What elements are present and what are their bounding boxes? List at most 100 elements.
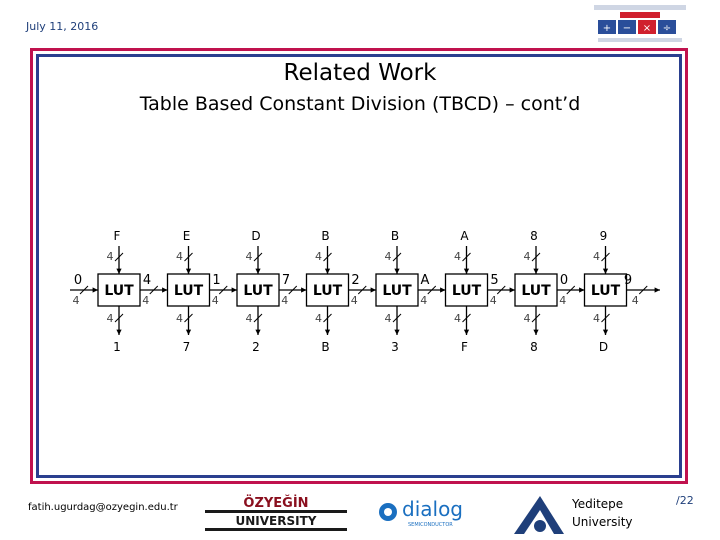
bus-slash xyxy=(638,285,648,295)
uni-logo-bottom: UNIVERSITY xyxy=(236,514,317,528)
remainder-digit: 7 xyxy=(282,273,290,288)
quotient-digit: 8 xyxy=(530,340,538,354)
slide-frame-inner xyxy=(36,54,682,478)
svg-text:×: × xyxy=(643,23,651,34)
remainder-chain-arrow-head xyxy=(654,287,660,293)
remainder-digit: 9 xyxy=(624,273,632,288)
yeditepe-university-logo xyxy=(514,496,564,534)
bus-slash xyxy=(531,313,541,323)
remainder-digit: 1 xyxy=(212,273,220,288)
dividend-input-arrow-head xyxy=(185,268,192,274)
bus-width-label: 4 xyxy=(351,294,358,307)
bus-width-label: 4 xyxy=(593,250,600,263)
bus-width-label: 4 xyxy=(632,294,639,307)
quotient-digit: F xyxy=(461,340,468,354)
bus-width-label: 4 xyxy=(385,312,392,325)
bus-slash xyxy=(496,285,506,295)
bus-width-label: 4 xyxy=(454,250,461,263)
lut-label: LUT xyxy=(174,283,204,299)
dividend-digit: E xyxy=(183,229,191,243)
bus-width-label: 4 xyxy=(176,250,183,263)
quotient-output-arrow-head xyxy=(324,329,331,335)
dividend-digit: B xyxy=(321,229,329,243)
bus-slash xyxy=(566,285,576,295)
dividend-digit: A xyxy=(460,229,469,243)
remainder-chain-arrow-head xyxy=(579,287,585,293)
ozyegin-university-logo: ÖZYEĞİN UNIVERSITY xyxy=(205,495,347,531)
remainder-digit: 0 xyxy=(74,273,82,288)
bus-slash xyxy=(218,285,228,295)
dividend-digit: B xyxy=(391,229,399,243)
bus-width-label: 4 xyxy=(281,294,288,307)
bus-slash xyxy=(531,252,541,262)
quotient-output-arrow-head xyxy=(255,329,261,335)
bus-width-label: 4 xyxy=(176,312,183,325)
lut-label: LUT xyxy=(313,283,343,299)
dividend-input-arrow-head xyxy=(116,268,122,274)
slide-frame xyxy=(30,48,688,484)
dividend-input-arrow-head xyxy=(255,268,261,274)
quotient-digit: 2 xyxy=(252,340,260,354)
bus-slash xyxy=(601,313,610,323)
bus-width-label: 4 xyxy=(107,250,114,263)
bus-slash xyxy=(392,252,402,262)
bus-width-label: 4 xyxy=(246,250,253,263)
remainder-digit: 4 xyxy=(143,273,151,288)
remainder-chain-arrow-head xyxy=(231,287,237,293)
lut-label: LUT xyxy=(521,283,551,299)
remainder-digit: 2 xyxy=(351,273,359,288)
lut-box xyxy=(444,273,489,307)
yeditepe-line1: Yeditepe xyxy=(572,497,624,511)
bus-slash xyxy=(427,285,437,295)
dividend-input-arrow-head xyxy=(394,268,400,274)
quotient-output-arrow-head xyxy=(533,329,539,335)
quotient-digit: 7 xyxy=(183,340,191,354)
quotient-output-arrow-head xyxy=(185,329,192,335)
bus-width-label: 4 xyxy=(315,312,322,325)
svg-text:−: − xyxy=(623,23,631,34)
bus-width-label: 4 xyxy=(524,312,531,325)
bus-slash xyxy=(184,252,193,262)
lut-label: LUT xyxy=(452,283,482,299)
bus-slash xyxy=(462,313,471,323)
dividend-input-arrow-head xyxy=(533,268,539,274)
bus-slash xyxy=(149,285,159,295)
remainder-digit: 0 xyxy=(560,273,568,288)
bus-slash xyxy=(114,252,124,262)
bus-width-label: 4 xyxy=(107,312,114,325)
bus-width-label: 4 xyxy=(142,294,149,307)
bus-width-label: 4 xyxy=(73,294,80,307)
lut-label: LUT xyxy=(382,283,412,299)
arith-conference-logo: + − × ÷ xyxy=(590,2,690,46)
remainder-chain-arrow-head xyxy=(440,287,446,293)
bus-slash xyxy=(114,313,124,323)
remainder-chain-arrow-head xyxy=(301,287,307,293)
dividend-input-arrow-head xyxy=(602,268,609,274)
bus-width-label: 4 xyxy=(385,250,392,263)
bus-width-label: 4 xyxy=(490,294,497,307)
bus-slash xyxy=(462,252,471,262)
bus-width-label: 4 xyxy=(593,312,600,325)
bus-width-label: 4 xyxy=(420,294,427,307)
bus-slash xyxy=(323,252,332,262)
quotient-output-arrow-head xyxy=(602,329,609,335)
yeditepe-line2: University xyxy=(572,515,633,529)
remainder-chain-arrow-head xyxy=(509,287,515,293)
bus-slash xyxy=(357,285,367,295)
quotient-digit: 1 xyxy=(113,340,121,354)
dividend-digit: 8 xyxy=(530,229,538,243)
quotient-output-arrow-head xyxy=(116,329,122,335)
remainder-chain-arrow-head xyxy=(162,287,168,293)
quotient-digit: 3 xyxy=(391,340,399,354)
yeditepe-university-name: Yeditepe University xyxy=(572,495,633,531)
lut-label: LUT xyxy=(591,283,621,299)
bus-slash xyxy=(288,285,298,295)
bus-width-label: 4 xyxy=(212,294,219,307)
dividend-input-arrow-head xyxy=(463,268,470,274)
quotient-digit: B xyxy=(321,340,329,354)
bus-width-label: 4 xyxy=(524,250,531,263)
dialog-logo-sub: SEMICONDUCTOR xyxy=(408,522,453,528)
bus-slash xyxy=(392,313,402,323)
bus-width-label: 4 xyxy=(246,312,253,325)
